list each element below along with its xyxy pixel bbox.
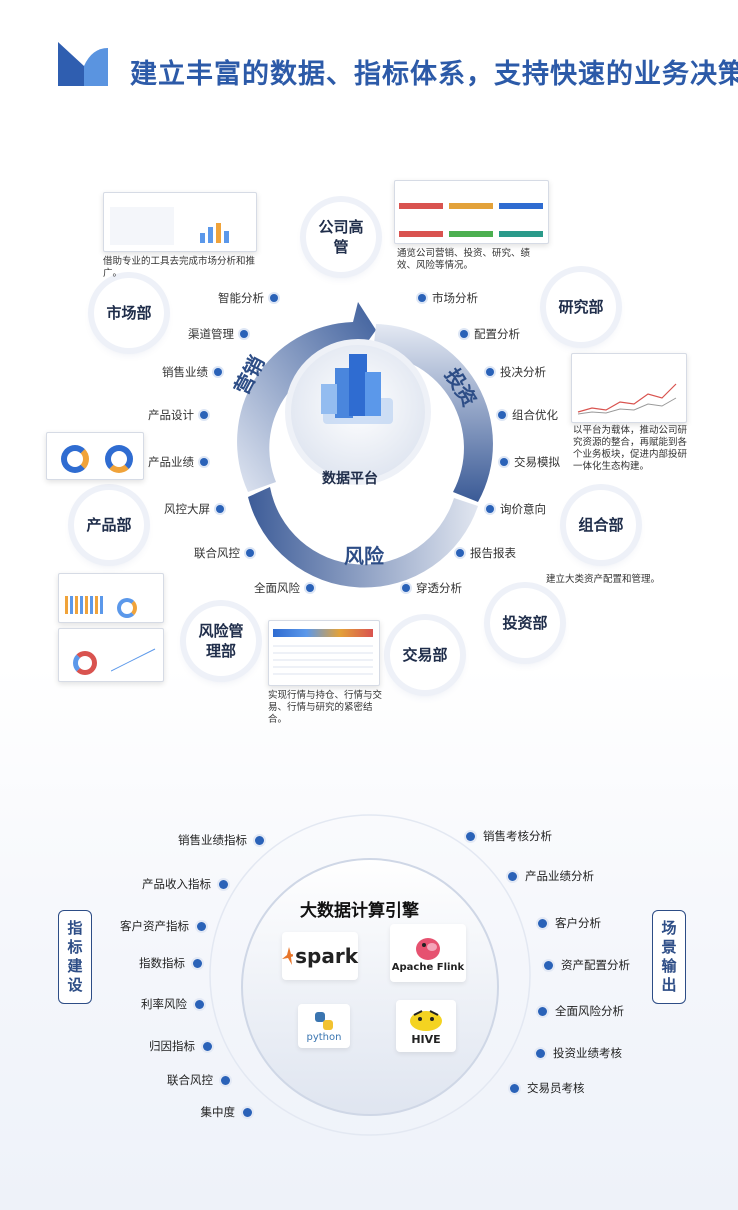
feature-dot-icon xyxy=(306,584,314,592)
feature-dot-icon xyxy=(246,549,254,557)
metric-right: 产品业绩分析 xyxy=(508,868,594,884)
feature-left: 渠道管理 xyxy=(188,326,248,342)
feature-left: 智能分析 xyxy=(218,290,278,306)
dept-research: 研究部 xyxy=(546,272,616,342)
apache-flink-logo: Apache Flink xyxy=(390,924,466,982)
metric-dot-icon xyxy=(195,1000,204,1009)
ring-segment-risk: 风险 xyxy=(344,540,384,569)
metric-dot-icon xyxy=(255,836,264,845)
hive-logo: HIVE xyxy=(396,1000,456,1052)
thumbnail-product-donuts xyxy=(46,432,144,480)
metric-left: 客户资产指标 xyxy=(120,918,206,934)
feature-dot-icon xyxy=(418,294,426,302)
spark-logo: spark xyxy=(282,932,358,980)
metric-dot-icon xyxy=(466,832,475,841)
metric-dot-icon xyxy=(538,1007,547,1016)
feature-dot-icon xyxy=(240,330,248,338)
metric-dot-icon xyxy=(193,959,202,968)
feature-dot-icon xyxy=(486,505,494,513)
feature-right: 询价意向 xyxy=(486,501,546,517)
metric-dot-icon xyxy=(536,1049,545,1058)
python-logo: python xyxy=(298,1004,350,1048)
metric-dot-icon xyxy=(221,1076,230,1085)
metric-left: 归因指标 xyxy=(149,1038,212,1054)
dept-senior: 公司高管 xyxy=(306,202,376,272)
dept-product: 产品部 xyxy=(74,490,144,560)
feature-right: 投决分析 xyxy=(486,364,546,380)
metric-right: 客户分析 xyxy=(538,915,601,931)
metric-left: 利率风险 xyxy=(141,996,204,1012)
feature-left: 全面风险 xyxy=(254,580,314,596)
desc-portfolio: 建立大类资产配置和管理。 xyxy=(546,574,706,586)
metric-left: 销售业绩指标 xyxy=(178,832,264,848)
desc-research: 以平台为载体，推动公司研究资源的整合，再赋能到各个业务板块，促进内部投研一体化生… xyxy=(573,425,693,473)
feature-right: 穿透分析 xyxy=(402,580,462,596)
engine-title: 大数据计算引擎 xyxy=(300,896,419,921)
metric-right: 销售考核分析 xyxy=(466,828,552,844)
desc-senior: 通览公司营销、投资、研究、绩效、风险等情况。 xyxy=(397,248,547,272)
thumbnail-risk-bars xyxy=(58,573,164,623)
dept-investment: 投资部 xyxy=(490,588,560,658)
metric-left: 集中度 xyxy=(201,1104,253,1120)
feature-dot-icon xyxy=(486,368,494,376)
python-snake-icon xyxy=(313,1010,335,1032)
brand-logo-icon xyxy=(58,42,110,86)
feature-left: 产品业绩 xyxy=(148,454,208,470)
feature-dot-icon xyxy=(460,330,468,338)
flink-squirrel-icon xyxy=(413,934,443,962)
dept-risk-mgmt: 风险管理部 xyxy=(186,606,256,676)
feature-right: 组合优化 xyxy=(498,407,558,423)
feature-left: 产品设计 xyxy=(148,407,208,423)
metric-dot-icon xyxy=(510,1084,519,1093)
feature-right: 市场分析 xyxy=(418,290,478,306)
hive-bee-icon xyxy=(406,1007,446,1033)
thumbnail-risk-detail xyxy=(58,628,164,682)
metric-right: 投资业绩考核 xyxy=(536,1045,622,1061)
feature-right: 交易模拟 xyxy=(500,454,560,470)
feature-dot-icon xyxy=(270,294,278,302)
metric-right: 全面风险分析 xyxy=(538,1003,624,1019)
page-title: 建立丰富的数据、指标体系，支持快速的业务决策 xyxy=(130,52,738,91)
feature-left: 联合风控 xyxy=(194,545,254,561)
feature-dot-icon xyxy=(200,411,208,419)
thumbnail-research-chart xyxy=(571,353,687,423)
thumbnail-trading-table xyxy=(268,620,380,686)
metric-dot-icon xyxy=(243,1108,252,1117)
feature-dot-icon xyxy=(200,458,208,466)
dept-portfolio: 组合部 xyxy=(566,490,636,560)
side-box-indicator-building: 指标建设 xyxy=(58,910,92,1004)
metric-right: 交易员考核 xyxy=(510,1080,585,1096)
metric-dot-icon xyxy=(544,961,553,970)
feature-dot-icon xyxy=(402,584,410,592)
metric-left: 指数指标 xyxy=(139,955,202,971)
engine-ring xyxy=(190,805,550,1145)
metric-right: 资产配置分析 xyxy=(544,957,630,973)
platform-label: 数据平台 xyxy=(322,468,378,488)
metric-left: 产品收入指标 xyxy=(142,876,228,892)
feature-dot-icon xyxy=(456,549,464,557)
side-box-scenario-output: 场景输出 xyxy=(652,910,686,1004)
metric-left: 联合风控 xyxy=(167,1072,230,1088)
feature-left: 风控大屏 xyxy=(164,501,224,517)
metric-dot-icon xyxy=(197,922,206,931)
feature-left: 销售业绩 xyxy=(162,364,222,380)
desc-marketing: 借助专业的工具去完成市场分析和推广。 xyxy=(103,256,273,280)
metric-dot-icon xyxy=(508,872,517,881)
thumbnail-marketing-dashboard xyxy=(103,192,257,252)
feature-right: 报告报表 xyxy=(456,545,516,561)
dept-marketing: 市场部 xyxy=(94,278,164,348)
desc-trading: 实现行情与持仓、行情与交易、行情与研究的紧密结合。 xyxy=(268,690,386,726)
metric-dot-icon xyxy=(203,1042,212,1051)
feature-right: 配置分析 xyxy=(460,326,520,342)
feature-dot-icon xyxy=(498,411,506,419)
metric-dot-icon xyxy=(219,880,228,889)
thumbnail-senior-dashboard xyxy=(394,180,549,244)
dept-trading: 交易部 xyxy=(390,620,460,690)
feature-dot-icon xyxy=(216,505,224,513)
feature-dot-icon xyxy=(214,368,222,376)
metric-dot-icon xyxy=(538,919,547,928)
feature-dot-icon xyxy=(500,458,508,466)
